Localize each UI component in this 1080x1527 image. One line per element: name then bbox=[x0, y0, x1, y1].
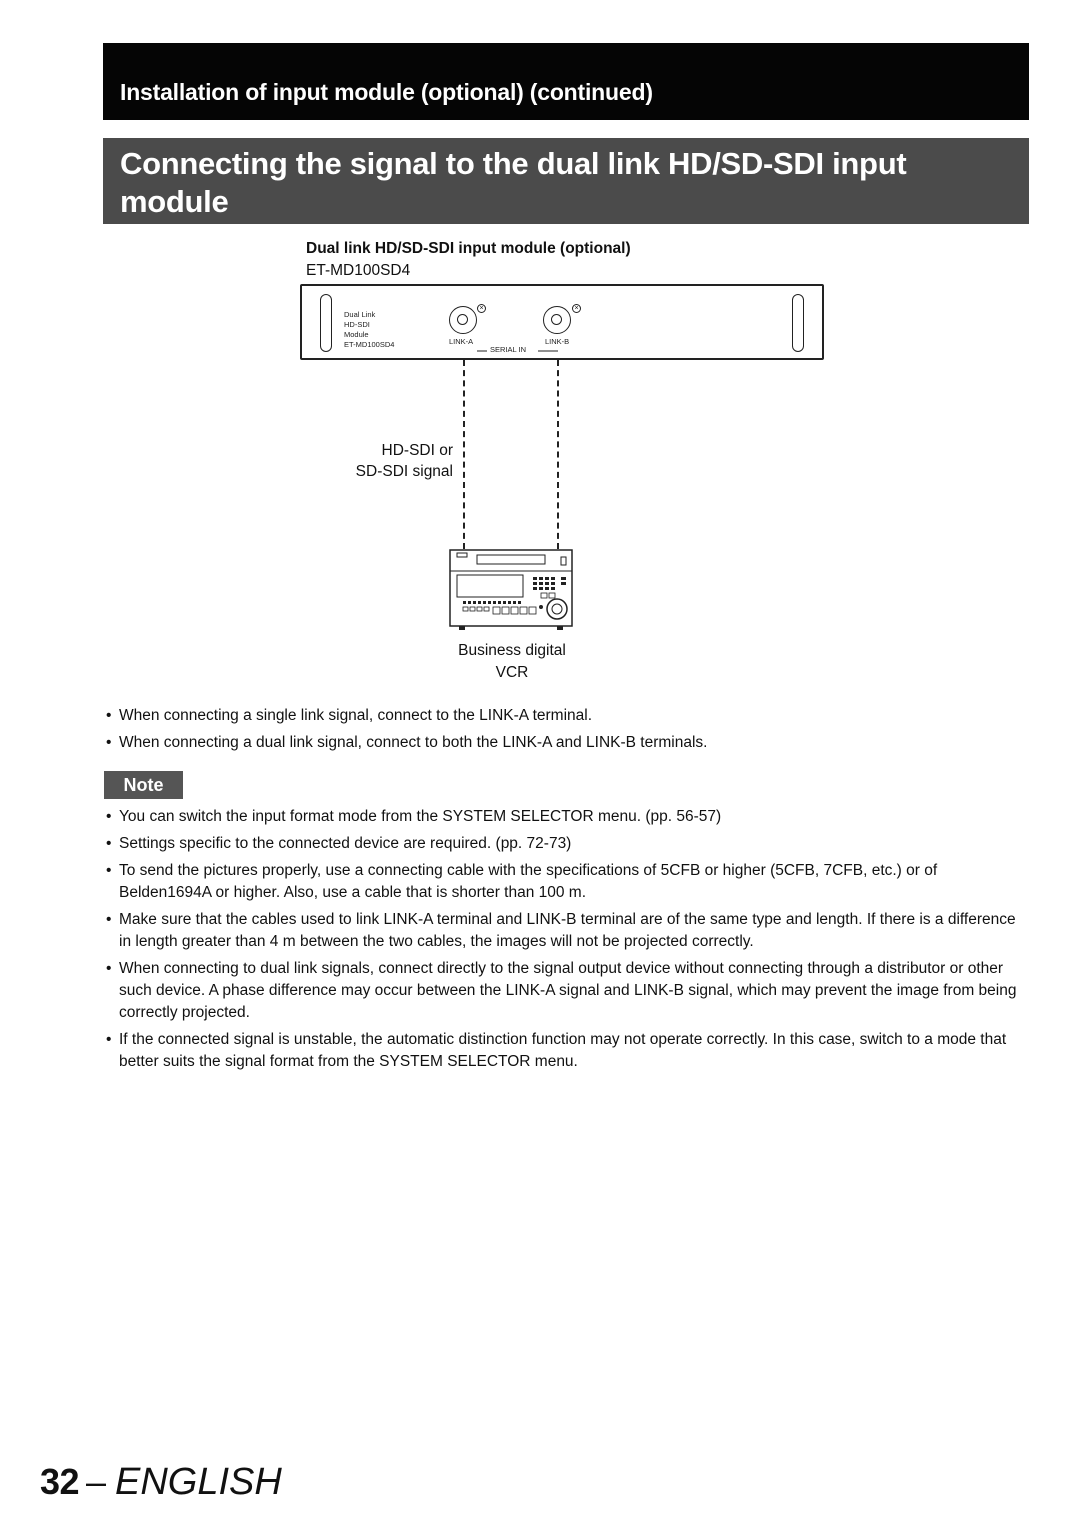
note-badge: Note bbox=[104, 771, 183, 799]
serial-in-label: SERIAL IN bbox=[487, 345, 529, 354]
signal-label-line: HD-SDI or bbox=[381, 442, 453, 459]
vcr-label: Business digital VCR bbox=[440, 640, 584, 684]
right-handle bbox=[792, 294, 804, 352]
link-a-label: LINK-A bbox=[448, 337, 475, 346]
note-item: If the connected signal is unstable, the… bbox=[104, 1029, 1024, 1073]
section-header-bar: Installation of input module (optional) … bbox=[103, 43, 1029, 120]
note-list: You can switch the input format mode fro… bbox=[104, 806, 1024, 1073]
screw-icon: × bbox=[572, 304, 581, 313]
module-label-line: Dual Link bbox=[344, 310, 376, 319]
signal-label-line: SD-SDI signal bbox=[355, 463, 453, 480]
title-bar: Connecting the signal to the dual link H… bbox=[103, 138, 1029, 224]
link-b-connector bbox=[543, 306, 571, 334]
left-handle bbox=[320, 294, 332, 352]
link-b-cable bbox=[557, 360, 559, 549]
connection-bullets: When connecting a single link signal, co… bbox=[104, 705, 1024, 754]
screw-icon: × bbox=[477, 304, 486, 313]
footer-language: ENGLISH bbox=[115, 1461, 282, 1503]
note-item: To send the pictures properly, use a con… bbox=[104, 860, 1024, 904]
link-a-connector bbox=[449, 306, 477, 334]
serial-in-bracket bbox=[477, 350, 558, 352]
module-label-line: ET-MD100SD4 bbox=[344, 340, 395, 349]
vcr-label-line: VCR bbox=[495, 664, 529, 681]
figure-caption: Dual link HD/SD-SDI input module (option… bbox=[306, 240, 631, 257]
footer-dash: – bbox=[86, 1461, 107, 1502]
note-item: You can switch the input format mode fro… bbox=[104, 806, 1024, 828]
figure-model-number: ET-MD100SD4 bbox=[306, 262, 411, 279]
page-title: Connecting the signal to the dual link H… bbox=[120, 146, 907, 219]
module-label-line: Module bbox=[344, 330, 369, 339]
vcr-label-line: Business digital bbox=[458, 642, 566, 659]
section-header: Installation of input module (optional) … bbox=[120, 79, 653, 105]
link-b-label: LINK-B bbox=[544, 337, 571, 346]
note-item: Settings specific to the connected devic… bbox=[104, 833, 1024, 855]
module-label-line: HD-SDI bbox=[344, 320, 370, 329]
note-item: When connecting to dual link signals, co… bbox=[104, 958, 1024, 1024]
input-module-panel: Dual Link HD-SDI Module ET-MD100SD4 × × … bbox=[300, 284, 824, 360]
vcr-icon bbox=[449, 549, 573, 630]
link-a-cable bbox=[463, 360, 465, 549]
bullet-item: When connecting a dual link signal, conn… bbox=[104, 732, 1024, 754]
signal-label: HD-SDI or SD-SDI signal bbox=[330, 440, 453, 482]
note-item: Make sure that the cables used to link L… bbox=[104, 909, 1024, 953]
bullet-item: When connecting a single link signal, co… bbox=[104, 705, 1024, 727]
page-number: 32 bbox=[40, 1461, 80, 1502]
